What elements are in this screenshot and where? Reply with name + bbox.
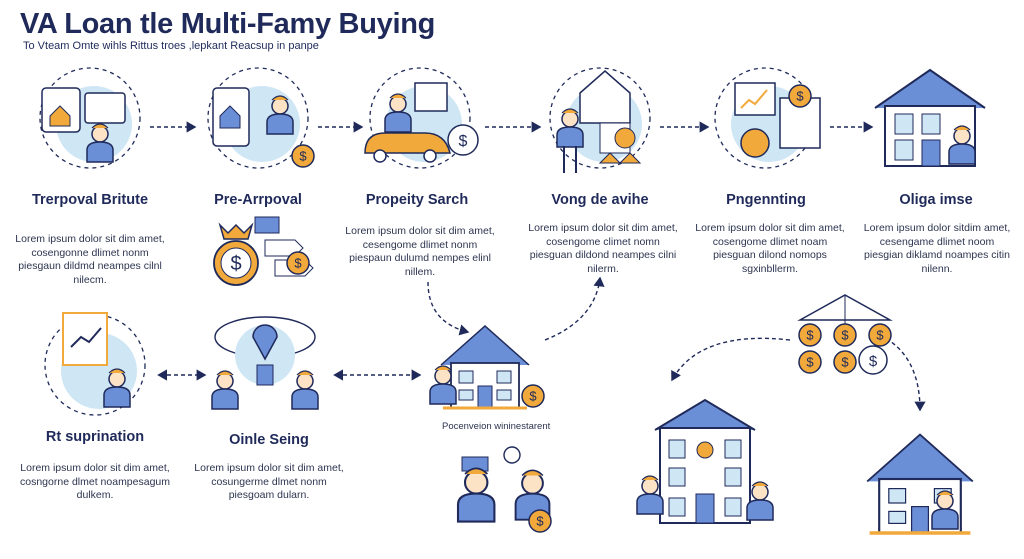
center-caption: Pocenveion wininestarent (442, 421, 551, 432)
svg-text:$: $ (869, 353, 878, 370)
step-3-body: Lorem ipsum dolor sit dim amet, cesengom… (345, 225, 495, 278)
multi-family-building-illustration (636, 398, 774, 524)
svg-text:$: $ (459, 133, 468, 150)
pre-approval-money-illustration: $ (213, 216, 314, 286)
step-7-body: Lorem ipsum dolor sit dim amet, cosngorn… (20, 462, 171, 501)
step-5-body: Lorem ipsum dolor sit dim amet, cosengom… (695, 222, 845, 275)
step-1-title: Trerpoval Britute (31, 192, 149, 208)
center-house-illustration (429, 324, 545, 410)
step-6-body: Lorem ipsum dolor sitdim amet, cesengame… (863, 222, 1011, 275)
step-4-illustration (549, 67, 651, 173)
page-subtitle: To Vteam Omte wihls Rittus troes ,lepkan… (23, 40, 319, 52)
step-3-title: Propeity Sarch (365, 192, 469, 208)
step-1-body: Lorem ipsum dolor sit dim amet, cosengon… (15, 233, 165, 286)
step-4-body: Lorem ipsum dolor sit dim amet, cosengom… (528, 222, 678, 275)
step-8-body: Lorem ipsum dolor sit dim amet, cosunger… (194, 462, 344, 501)
step-6-title: Oliga imse (899, 192, 973, 208)
step-6-illustration (874, 68, 986, 167)
step-5-illustration (714, 67, 821, 169)
balance-scale-money-illustration: $ (797, 294, 893, 375)
step-8-illustration (211, 316, 319, 410)
step-4-title: Vong de avihe (551, 192, 649, 208)
step-2-illustration (207, 67, 315, 169)
step-1-illustration (39, 67, 141, 169)
step-2-title: Pre-Arrpoval (214, 192, 302, 208)
step-5-title: Pngennting (726, 192, 806, 208)
step-8-title: Oinle Seing (229, 432, 309, 448)
step-7-illustration (44, 312, 146, 416)
small-house-illustration (865, 432, 975, 535)
step-7-title: Rt suprination (45, 429, 145, 445)
step-3-illustration: $ (364, 67, 479, 169)
svg-text:$: $ (230, 253, 241, 275)
handshake-people-illustration (456, 446, 552, 533)
page-title: VA Loan tle Multi-Famy Buying (20, 8, 436, 40)
